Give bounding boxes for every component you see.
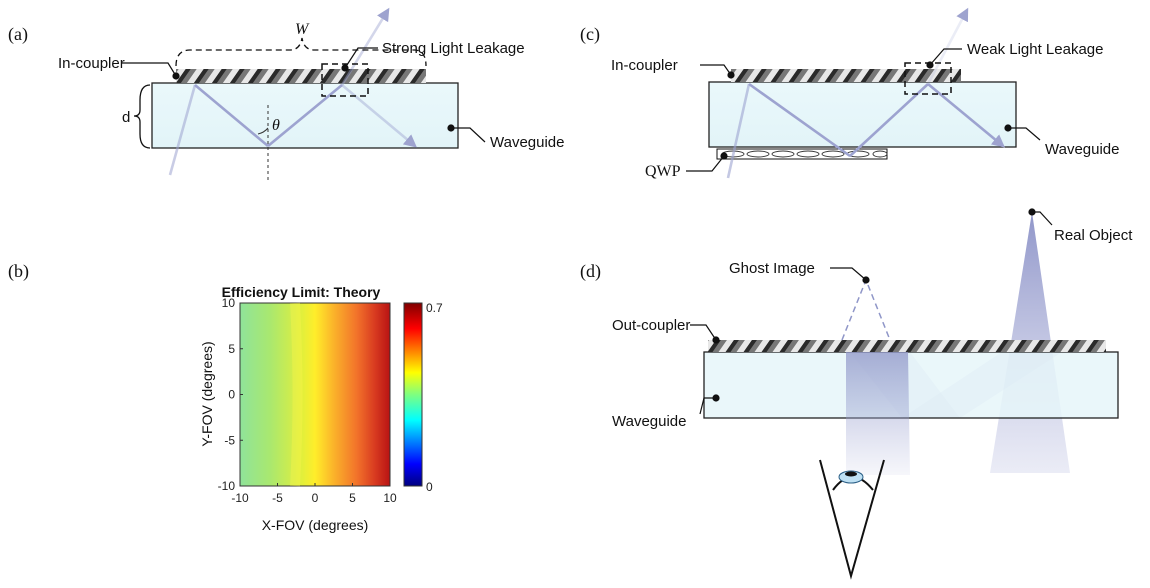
eye-pupil	[845, 471, 857, 477]
panel-d: (d) Ghost Image Real Object Out-	[580, 208, 1133, 580]
heatmap-band	[290, 302, 303, 487]
strong-leakage-label: Strong Light Leakage	[382, 40, 525, 57]
weak-leakage-label: Weak Light Leakage	[967, 41, 1104, 58]
x-tick-label: 5	[349, 491, 356, 505]
colorbar	[403, 302, 423, 487]
x-tick-label: -10	[231, 491, 249, 505]
thickness-brace	[133, 84, 151, 149]
width-symbol: W	[295, 21, 310, 38]
qwp-label: QWP	[645, 163, 681, 180]
in-coupler-label-c: In-coupler	[611, 57, 678, 74]
light-rays-c	[726, 7, 1006, 179]
y-tick-label: 0	[228, 388, 235, 402]
heatmap-plot	[239, 302, 391, 487]
panel-c-label: (c)	[580, 24, 600, 45]
beam-to-eye	[846, 352, 910, 475]
waveguide-label-d: Waveguide	[612, 413, 687, 430]
y-tick-label: 5	[228, 342, 235, 356]
panel-a-label: (a)	[8, 24, 28, 45]
colorbar-max-label: 0.7	[426, 301, 443, 315]
angle-arc	[257, 127, 269, 135]
y-tick-label: -10	[218, 479, 236, 493]
waveguide-label-a: Waveguide	[490, 134, 565, 151]
colorbar-min-label: 0	[426, 480, 433, 494]
panel-a: (a) θ d W In	[8, 7, 565, 180]
qwp-plate	[716, 148, 888, 160]
waveguide-slab-d	[703, 351, 1119, 419]
callouts-a	[122, 47, 486, 143]
y-axis-ticks: 10 5 0 -5 -10	[218, 296, 243, 493]
out-coupler-label: Out-coupler	[612, 317, 690, 334]
leakage-box	[321, 63, 369, 97]
panel-b-label: (b)	[8, 261, 29, 282]
y-tick-label: 10	[222, 296, 236, 310]
callouts-c	[686, 48, 1041, 172]
x-axis-label: X-FOV (degrees)	[262, 517, 369, 533]
real-object-label: Real Object	[1054, 227, 1133, 244]
panel-b: (b) Efficiency Limit: Theory -10 -5 0 5 10 1…	[8, 261, 443, 533]
x-tick-label: 10	[383, 491, 397, 505]
panel-c: (c)	[580, 7, 1120, 180]
eye-outline	[819, 459, 885, 580]
out-coupler-grating	[708, 340, 1106, 352]
chart-title: Efficiency Limit: Theory	[222, 284, 381, 300]
waveguide-slab-c	[708, 81, 1017, 148]
width-brace	[175, 37, 427, 67]
y-axis-label: Y-FOV (degrees)	[199, 341, 215, 446]
in-coupler-grating	[176, 69, 426, 83]
in-coupler-label-a: In-coupler	[58, 55, 125, 72]
in-coupler-grating-c	[731, 69, 961, 82]
ghost-image-label: Ghost Image	[729, 260, 815, 277]
thickness-label: d	[122, 109, 130, 126]
y-tick-label: -5	[224, 433, 235, 447]
waveguide-label-c: Waveguide	[1045, 141, 1120, 158]
x-axis-ticks: -10 -5 0 5 10	[231, 483, 397, 505]
x-tick-label: -5	[272, 491, 283, 505]
ghost-image-cone	[841, 277, 891, 341]
panel-d-label: (d)	[580, 261, 601, 282]
callouts-d	[690, 208, 1053, 415]
x-tick-label: 0	[312, 491, 319, 505]
theta-label: θ	[272, 117, 280, 134]
